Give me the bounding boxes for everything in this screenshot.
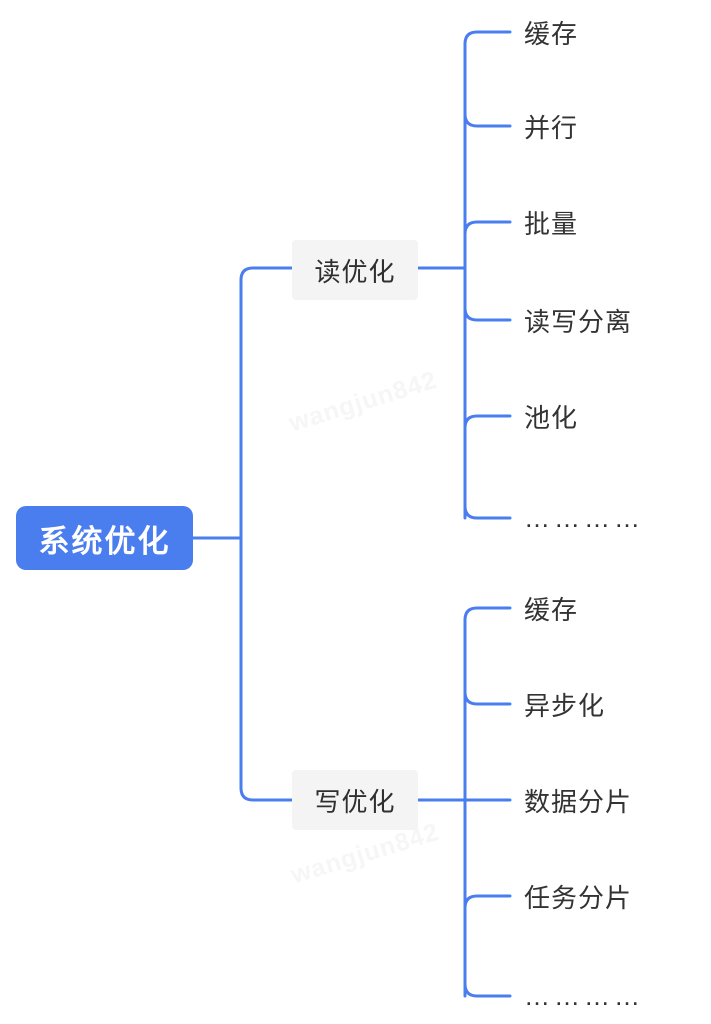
connector-write-leaf-4 (463, 982, 512, 998)
root-node-label: 系统优化 (38, 523, 171, 559)
leaf-label: 池化 (524, 402, 579, 433)
leaf-label: ………… (524, 502, 644, 533)
leaf-node-read-4[interactable]: 池化 (524, 396, 578, 436)
leaf-label: 缓存 (524, 594, 579, 625)
leaf-label: 任务分片 (524, 882, 633, 913)
leaf-node-write-1[interactable]: 异步化 (524, 684, 605, 724)
leaf-label: 异步化 (524, 690, 606, 721)
leaf-node-write-0[interactable]: 缓存 (524, 588, 578, 628)
connector-write-leaf-1 (463, 690, 512, 706)
leaf-node-read-1[interactable]: 并行 (524, 106, 578, 146)
root-node[interactable]: 系统优化 (16, 506, 193, 570)
leaf-node-read-2[interactable]: 批量 (524, 202, 578, 242)
branch-node-read[interactable]: 读优化 (292, 240, 418, 300)
connector-read-leaf-0 (463, 30, 512, 46)
connector-write-leaf-3 (463, 894, 512, 910)
branch-node-write-label: 写优化 (314, 786, 396, 817)
leaf-node-read-0[interactable]: 缓存 (524, 12, 578, 52)
leaf-node-write-3[interactable]: 任务分片 (524, 876, 632, 916)
leaf-label: 读写分离 (524, 306, 633, 337)
leaf-label: 并行 (524, 112, 579, 143)
connector-read-leaf-4 (463, 414, 512, 430)
connector-root-to-read (239, 266, 294, 540)
leaf-node-write-4[interactable]: ………… (524, 976, 644, 1016)
connector-read-leaf-1 (463, 112, 512, 128)
branch-node-write[interactable]: 写优化 (292, 770, 418, 830)
leaf-label: ………… (524, 980, 644, 1011)
leaf-label: 缓存 (524, 18, 579, 49)
leaf-node-read-3[interactable]: 读写分离 (524, 300, 632, 340)
watermark: wangjun842 (285, 365, 441, 438)
connector-read-leaf-5 (463, 504, 512, 520)
leaf-label: 批量 (524, 208, 579, 239)
leaf-label: 数据分片 (524, 786, 633, 817)
connector-root-to-write (239, 536, 294, 802)
branch-node-read-label: 读优化 (314, 256, 396, 287)
connector-write-leaf-0 (463, 606, 512, 622)
connector-read-leaf-3 (463, 306, 512, 322)
leaf-node-read-5[interactable]: ………… (524, 498, 644, 538)
leaf-node-write-2[interactable]: 数据分片 (524, 780, 632, 820)
connector-read-leaf-2 (463, 220, 512, 236)
